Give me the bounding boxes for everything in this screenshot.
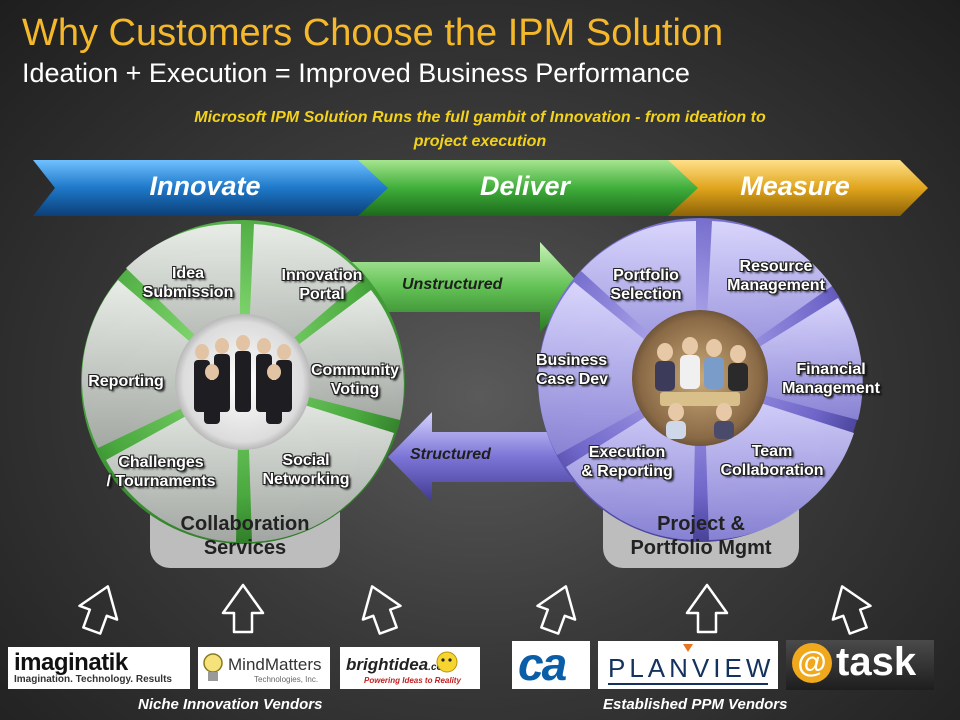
brightidea-logo: brightidea.com Powering Ideas to Reality xyxy=(340,647,480,689)
imaginatik-name: imaginatik xyxy=(14,649,128,676)
seg-challenges-line1: Challenges xyxy=(118,454,204,471)
planview-logo: PLANVIEW xyxy=(598,641,778,689)
seg-social-networking: Social Networking xyxy=(248,451,364,489)
seg-financial-management: Financial Management xyxy=(762,360,900,398)
seg-portfolio-selection: Portfolio Selection xyxy=(586,266,706,304)
brightidea-name: brightidea xyxy=(346,655,429,674)
seg-portal-line1: Innovation xyxy=(281,267,363,284)
lightbulb-icon xyxy=(203,653,223,681)
collab-base-line2: Services xyxy=(203,537,287,559)
seg-portal-line2: Portal xyxy=(299,286,345,303)
phase-innovate: Innovate xyxy=(149,171,261,201)
phase-innovate-shape xyxy=(33,160,410,216)
phase-measure-shape xyxy=(668,160,928,216)
seg-social-line1: Social xyxy=(282,452,330,469)
seg-reporting: Reporting xyxy=(76,372,176,391)
seg-voting-line1: Community xyxy=(311,362,399,379)
seg-team-line1: Team xyxy=(751,443,793,460)
seg-resource-line1: Resource xyxy=(739,258,813,275)
seg-challenges-line2: / Tournaments xyxy=(106,473,216,490)
ppm-base-line1: Project & xyxy=(657,513,745,535)
ca-name: ca xyxy=(518,641,567,689)
seg-idea-line2: Submission xyxy=(142,284,234,301)
business-people-figures xyxy=(194,335,292,424)
seg-innovation-portal: Innovation Portal xyxy=(262,266,382,304)
mindmatters-tagline: Technologies, Inc. xyxy=(254,675,319,684)
at-symbol-icon: @ xyxy=(792,643,832,683)
seg-idea-submission: Idea Submission xyxy=(128,264,248,302)
unstructured-label: Unstructured xyxy=(402,276,503,293)
phase-deliver: Deliver xyxy=(479,171,571,201)
seg-challenges: Challenges / Tournaments xyxy=(86,453,236,491)
up-arrows xyxy=(78,583,872,635)
imaginatik-logo: imaginatik Imagination. Technology. Resu… xyxy=(8,647,190,689)
seg-business-line2: Case Dev xyxy=(536,371,609,388)
seg-team-collaboration: Team Collaboration xyxy=(702,442,842,480)
mindmatters-logo: MindMatters Technologies, Inc. xyxy=(198,647,330,689)
seg-social-line2: Networking xyxy=(262,471,350,488)
bulb-character-icon xyxy=(436,651,458,673)
seg-voting-line2: Voting xyxy=(330,381,380,398)
seg-execution-reporting: Execution & Reporting xyxy=(562,443,692,481)
mindmatters-name: MindMatters xyxy=(228,655,322,674)
seg-resource-management: Resource Management xyxy=(706,257,846,295)
slide-subtitle: Ideation + Execution = Improved Business… xyxy=(22,58,690,88)
seg-idea-line1: Idea xyxy=(171,265,204,282)
seg-execution-line2: & Reporting xyxy=(581,463,673,480)
seg-community-voting: Community Voting xyxy=(294,361,416,399)
intro-line-1: Microsoft IPM Solution Runs the full gam… xyxy=(194,109,766,126)
phase-measure: Measure xyxy=(740,171,850,201)
seg-reporting-line1: Reporting xyxy=(88,373,164,390)
niche-vendors-caption: Niche Innovation Vendors xyxy=(138,696,323,713)
intro-line-2: project execution xyxy=(413,133,547,150)
imaginatik-tagline: Imagination. Technology. Results xyxy=(14,674,172,685)
atask-logo: @ task xyxy=(786,640,934,690)
seg-execution-line1: Execution xyxy=(588,444,666,461)
ca-logo: ca xyxy=(512,641,590,689)
seg-portfolio-line1: Portfolio xyxy=(613,267,679,284)
structured-label: Structured xyxy=(410,446,491,463)
planview-mark-icon xyxy=(683,644,693,652)
planview-name: PLANVIEW xyxy=(608,653,775,683)
seg-portfolio-line2: Selection xyxy=(610,286,682,303)
slide-title: Why Customers Choose the IPM Solution xyxy=(22,12,724,54)
seg-financial-line1: Financial xyxy=(796,361,866,378)
ppm-base-line2: Portfolio Mgmt xyxy=(630,537,772,559)
phase-deliver-shape xyxy=(358,160,720,216)
seg-team-line2: Collaboration xyxy=(720,462,824,479)
collaboration-services-label: Collaboration Services xyxy=(150,512,340,560)
planview-underline xyxy=(608,683,768,685)
seg-resource-line2: Management xyxy=(727,277,825,294)
collab-base-line1: Collaboration xyxy=(180,513,310,535)
seg-financial-line2: Management xyxy=(782,380,880,397)
seg-business-line1: Business xyxy=(536,352,608,369)
intro-text: Microsoft IPM Solution Runs the full gam… xyxy=(60,106,900,154)
project-portfolio-label: Project & Portfolio Mgmt xyxy=(603,512,799,560)
seg-business-case: Business Case Dev xyxy=(536,351,636,389)
unstructured-arrow-shape xyxy=(340,242,582,332)
established-vendors-caption: Established PPM Vendors xyxy=(603,696,788,713)
atask-name: task xyxy=(836,640,917,684)
brightidea-tagline: Powering Ideas to Reality xyxy=(364,676,461,685)
team-meeting-figures xyxy=(655,337,748,439)
